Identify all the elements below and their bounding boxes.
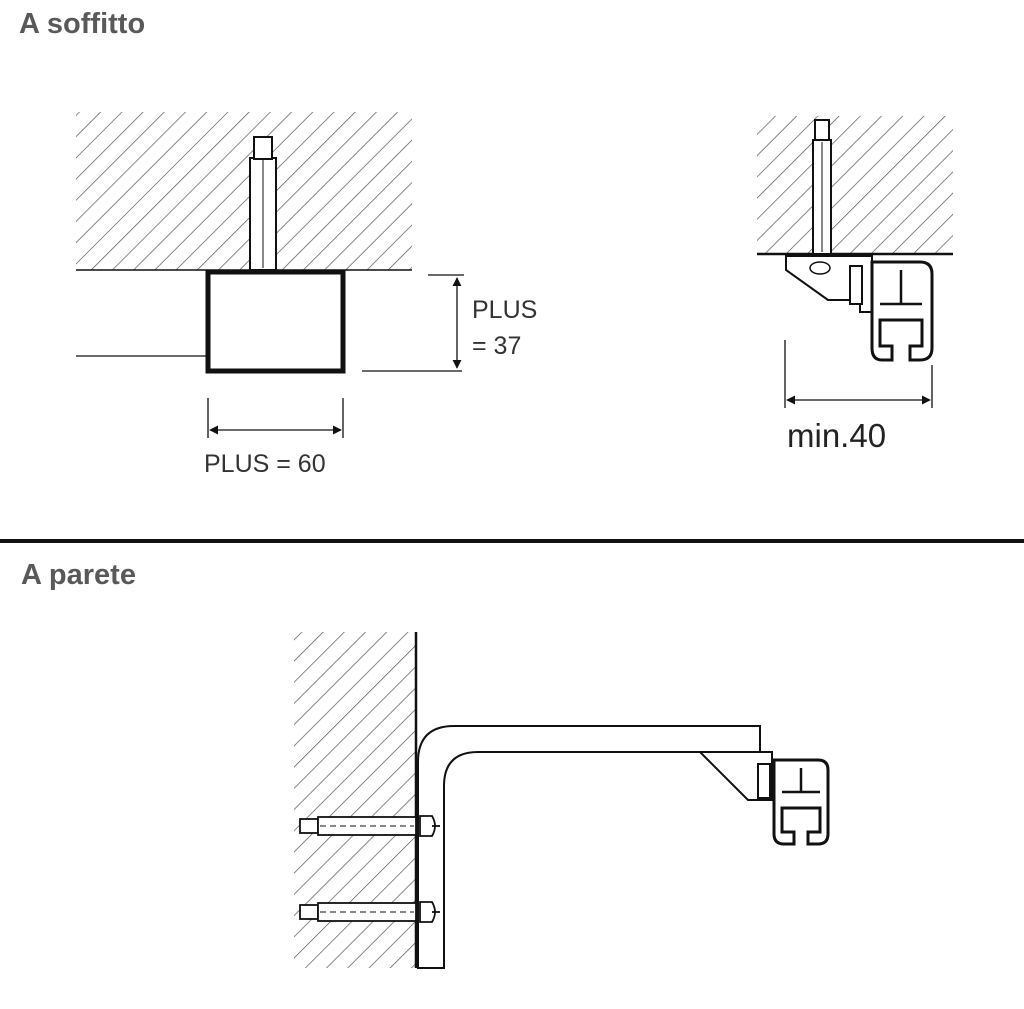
ceiling-hatch — [76, 112, 412, 270]
wall-bracket-clamp — [697, 751, 773, 801]
section-divider — [0, 539, 1024, 543]
min-dimension — [784, 340, 933, 408]
ceiling-mount-bracket-detail: min.40 — [757, 116, 953, 454]
height-label-2: = 37 — [472, 332, 521, 360]
wall-rail-profile — [772, 758, 830, 846]
width-dimension — [207, 398, 344, 438]
ceiling-hatch-right — [757, 116, 953, 254]
width-label: PLUS = 60 — [204, 450, 326, 478]
wall-bracket-arm — [417, 725, 761, 969]
min-label: min.40 — [787, 417, 886, 454]
plus-profile-box — [205, 269, 346, 374]
wall-section-title: A parete — [21, 559, 136, 591]
screw-anchor-right — [812, 119, 832, 255]
screw-anchor — [249, 136, 277, 271]
rail-profile — [870, 260, 934, 362]
ceiling-section-title: A soffitto — [19, 8, 146, 40]
wall-screw-top — [299, 815, 440, 837]
height-label-1: PLUS — [472, 296, 537, 324]
wall-mount-detail — [294, 632, 830, 969]
ceiling-mount-box-detail: PLUS = 37 PLUS = 60 — [76, 112, 537, 478]
wall-screw-bottom — [299, 901, 440, 923]
height-dimension — [362, 274, 464, 372]
